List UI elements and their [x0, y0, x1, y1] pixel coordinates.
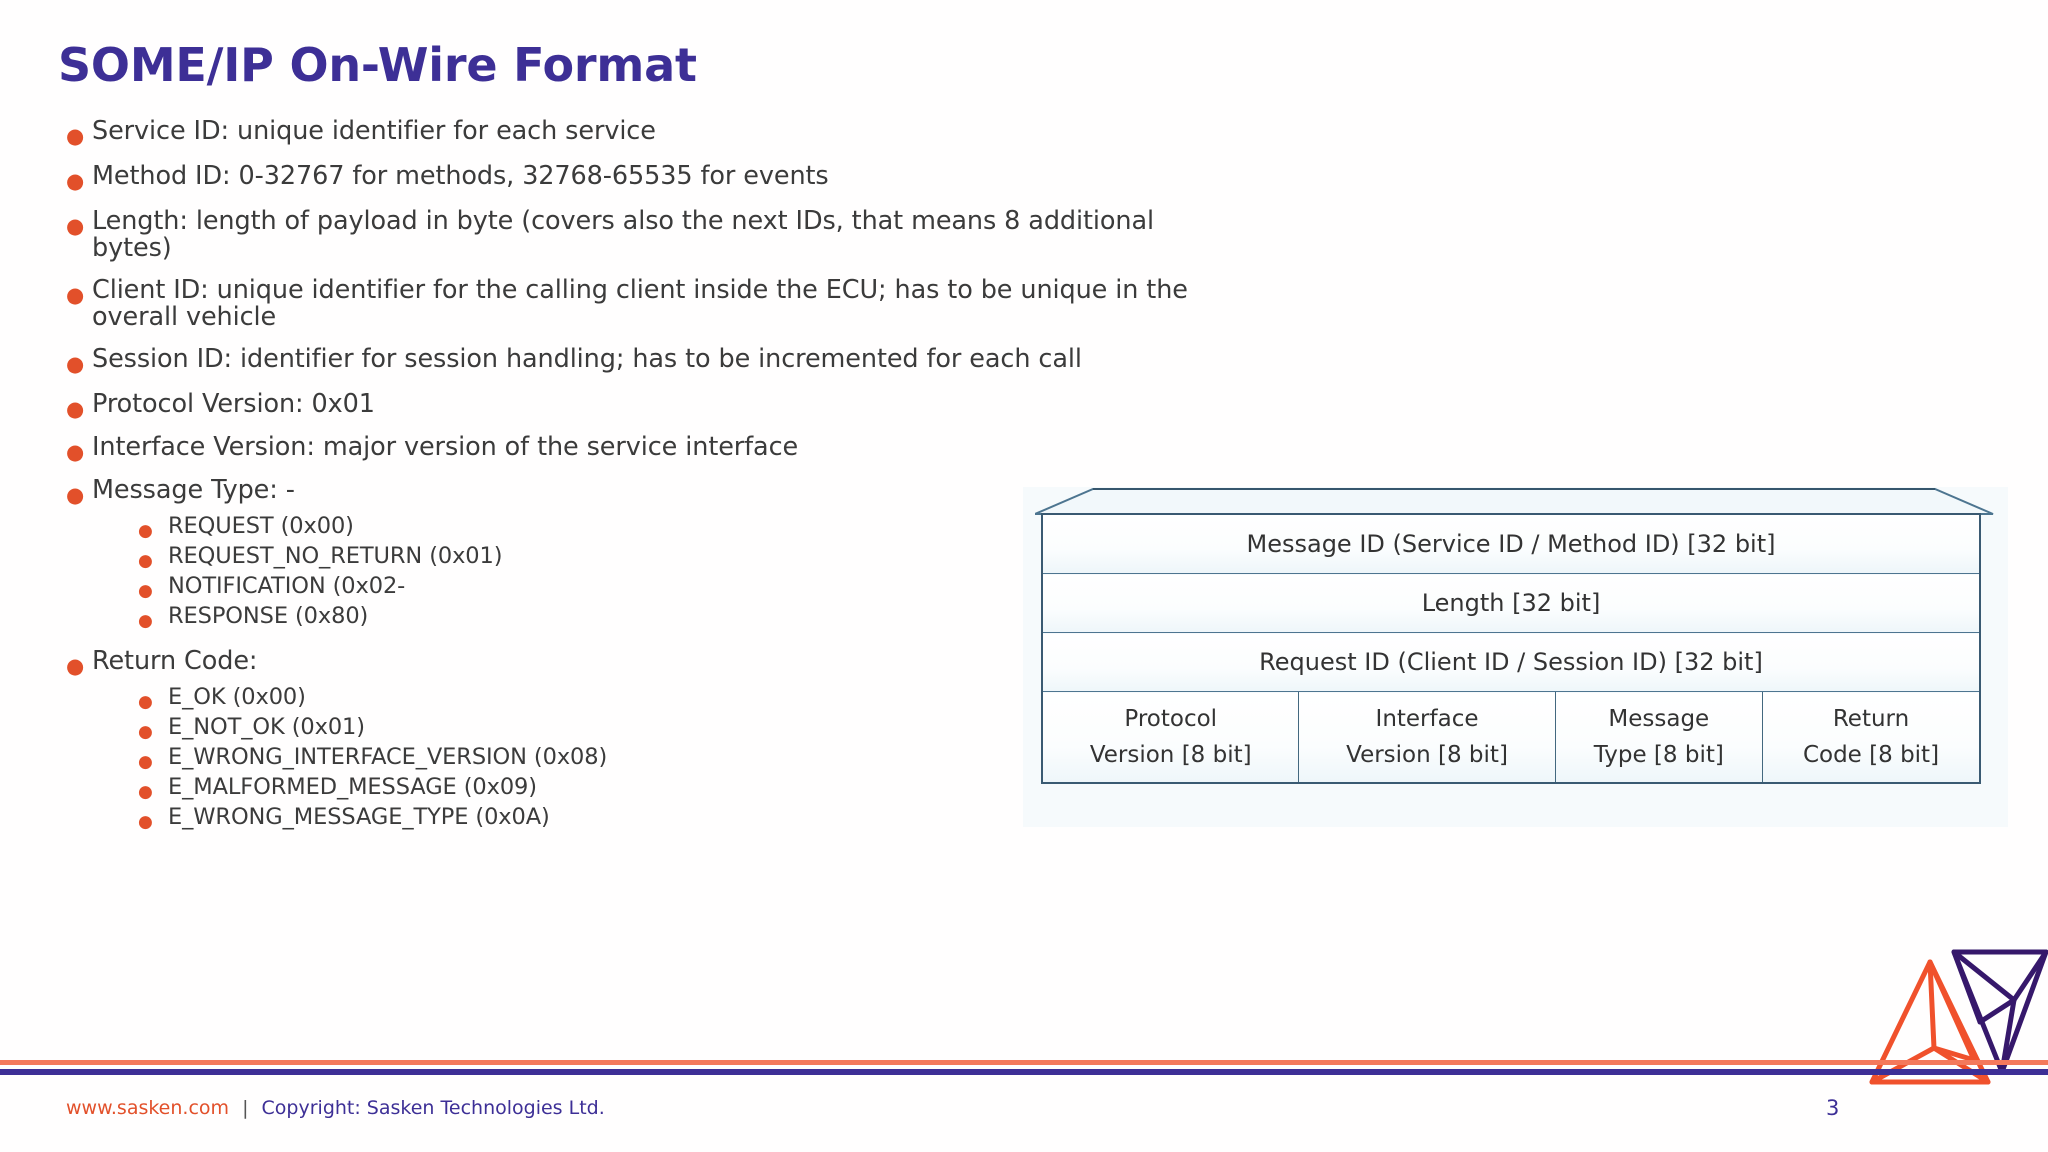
list-item: ● E_OK (0x00): [66, 684, 1206, 713]
list-item-label: E_WRONG_MESSAGE_TYPE (0x0A): [168, 804, 550, 831]
page-title: SOME/IP On-Wire Format: [58, 38, 697, 92]
list-item-label: E_NOT_OK (0x01): [168, 714, 365, 741]
bullet-dot-icon: ●: [66, 654, 85, 679]
list-item-label: Session ID: identifier for session handl…: [92, 344, 1082, 375]
list-item: ● RESPONSE (0x80): [66, 603, 1206, 632]
list-item: ● E_MALFORMED_MESSAGE (0x09): [66, 774, 1206, 803]
list-item: ● REQUEST_NO_RETURN (0x01): [66, 543, 1206, 572]
bullet-list: ● Service ID: unique identifier for each…: [66, 118, 1206, 836]
list-item: ● Client ID: unique identifier for the c…: [66, 277, 1206, 330]
list-item-label: Return Code:: [92, 646, 258, 677]
sasken-logo-icon: [1869, 949, 2048, 1085]
bullet-dot-icon: ●: [138, 581, 153, 602]
list-item-label: Message Type: -: [92, 475, 295, 506]
list-item-label: RESPONSE (0x80): [168, 603, 369, 630]
bullet-dot-icon: ●: [66, 283, 85, 308]
list-item: ● NOTIFICATION (0x02-: [66, 573, 1206, 602]
list-item-label: Method ID: 0-32767 for methods, 32768-65…: [92, 161, 829, 191]
diagram-cell-line1: Message: [1608, 705, 1710, 732]
bullet-dot-icon: ●: [138, 692, 153, 713]
footer-copyright: Copyright: Sasken Technologies Ltd.: [261, 1097, 605, 1119]
footer: www.sasken.com | Copyright: Sasken Techn…: [66, 1097, 605, 1119]
list-item-label: REQUEST (0x00): [168, 513, 354, 540]
list-item: ● E_WRONG_MESSAGE_TYPE (0x0A): [66, 804, 1206, 833]
table-row: Request ID (Client ID / Session ID) [32 …: [1041, 632, 1981, 692]
diagram-cell-line1: Interface: [1375, 705, 1479, 732]
list-item: ● Protocol Version: 0x01: [66, 391, 1206, 420]
footer-url-link[interactable]: www.sasken.com: [66, 1097, 230, 1119]
footer-rule-purple: [0, 1069, 2048, 1075]
list-item-message-type: ● Message Type: -: [66, 477, 1206, 506]
diagram-cell-line1: Return: [1832, 705, 1910, 732]
diagram-cell-length: Length [32 bit]: [1041, 573, 1981, 633]
list-item: ● E_WRONG_INTERFACE_VERSION (0x08): [66, 744, 1206, 773]
diagram-cell-interface-version: Interface Version [8 bit]: [1298, 691, 1556, 784]
table-row: Message ID (Service ID / Method ID) [32 …: [1041, 513, 1981, 574]
bullet-dot-icon: ●: [66, 440, 85, 465]
diagram-cell-line2: Type [8 bit]: [1593, 742, 1724, 768]
diagram-cell-line2: Version [8 bit]: [1346, 742, 1508, 768]
bullet-dot-icon: ●: [66, 397, 85, 422]
list-item: ● Interface Version: major version of th…: [66, 434, 1206, 463]
diagram-cell-message-id: Message ID (Service ID / Method ID) [32 …: [1041, 513, 1981, 574]
bullet-dot-icon: ●: [66, 169, 85, 193]
table-row: Length [32 bit]: [1041, 573, 1981, 633]
bullet-dot-icon: ●: [138, 782, 153, 803]
footer-separator: |: [242, 1097, 249, 1119]
list-item-label: E_WRONG_INTERFACE_VERSION (0x08): [168, 744, 608, 771]
list-item: ● Method ID: 0-32767 for methods, 32768-…: [66, 163, 1206, 192]
list-item-label: NOTIFICATION (0x02-: [168, 573, 406, 600]
list-item: ● REQUEST (0x00): [66, 513, 1206, 542]
list-item-label: Interface Version: major version of the …: [92, 432, 799, 463]
diagram-cell-line2: Version [8 bit]: [1089, 742, 1252, 768]
diagram-cell-line1: Protocol: [1124, 705, 1218, 732]
list-item-label: Service ID: unique identifier for each s…: [92, 116, 656, 146]
table-row: Protocol Version [8 bit] Interface Versi…: [1041, 691, 1981, 784]
bullet-dot-icon: ●: [138, 611, 153, 632]
diagram-cell-protocol-version: Protocol Version [8 bit]: [1041, 691, 1300, 784]
bullet-dot-icon: ●: [138, 521, 153, 542]
bullet-dot-icon: ●: [66, 124, 85, 148]
list-item: ● E_NOT_OK (0x01): [66, 714, 1206, 743]
list-item-label: E_MALFORMED_MESSAGE (0x09): [168, 774, 537, 801]
someip-header-diagram: Message ID (Service ID / Method ID) [32 …: [1023, 487, 2008, 827]
list-item-label: Length: length of payload in byte (cover…: [92, 206, 1154, 263]
bullet-dot-icon: ●: [66, 483, 85, 508]
diagram-cell-return-code: Return Code [8 bit]: [1762, 691, 1981, 784]
bullet-dot-icon: ●: [138, 722, 153, 743]
diagram-table: Message ID (Service ID / Method ID) [32 …: [1041, 513, 1981, 784]
footer-rule-orange: [0, 1060, 2048, 1065]
diagram-perspective-lid-icon: [1035, 488, 1994, 515]
list-item-label: E_OK (0x00): [168, 684, 306, 711]
diagram-cell-line2: Code [8 bit]: [1802, 742, 1940, 768]
bullet-dot-icon: ●: [66, 352, 85, 377]
list-item-label: Client ID: unique identifier for the cal…: [92, 275, 1188, 332]
diagram-cell-request-id: Request ID (Client ID / Session ID) [32 …: [1041, 632, 1981, 692]
bullet-dot-icon: ●: [138, 551, 153, 572]
bullet-dot-icon: ●: [138, 812, 153, 833]
list-item: ● Session ID: identifier for session han…: [66, 346, 1206, 375]
list-item-label: REQUEST_NO_RETURN (0x01): [168, 543, 503, 570]
list-item: ● Service ID: unique identifier for each…: [66, 118, 1206, 147]
diagram-cell-message-type: Message Type [8 bit]: [1554, 691, 1764, 784]
list-item-return-code: ● Return Code:: [66, 648, 1206, 677]
bullet-dot-icon: ●: [138, 752, 153, 773]
page-number: 3: [1826, 1096, 1840, 1120]
bullet-dot-icon: ●: [66, 214, 85, 238]
list-item: ● Length: length of payload in byte (cov…: [66, 208, 1206, 261]
list-item-label: Protocol Version: 0x01: [92, 389, 375, 420]
